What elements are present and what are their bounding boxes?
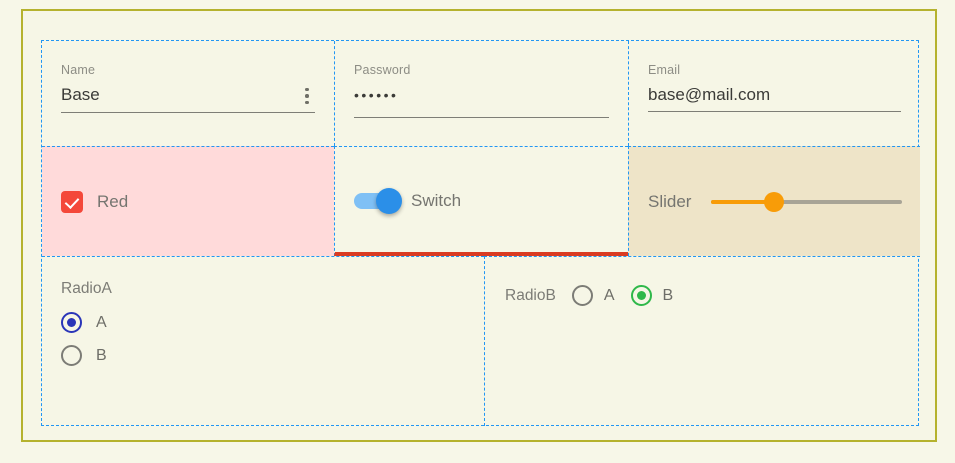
radio-a-label: RadioA <box>61 280 112 297</box>
radio-b-option-a-label: A <box>603 286 615 304</box>
name-field[interactable]: Name Base <box>61 63 315 113</box>
radio-selected-icon[interactable] <box>61 312 82 333</box>
checkbox-cell: Red <box>42 146 334 256</box>
email-field-cell: Email base@mail.com <box>628 41 920 146</box>
radio-a-option-a-label: A <box>96 313 107 331</box>
radio-b-cell: RadioB A B <box>484 256 920 426</box>
email-label: Email <box>648 63 681 77</box>
password-label: Password <box>354 63 411 77</box>
form-card: Name Base Password •••••• <box>21 9 937 442</box>
dot <box>305 94 309 98</box>
radio-b-label: RadioB <box>505 286 556 304</box>
switch-cell: Switch <box>334 146 628 256</box>
radio-b-option-b[interactable]: B <box>630 285 674 306</box>
name-input-row[interactable]: Base <box>61 84 315 113</box>
password-field-cell: Password •••••• <box>334 41 628 146</box>
radio-a-option-b-label: B <box>96 346 107 364</box>
switch-label: Switch <box>411 191 462 210</box>
radio-a-cell: RadioA A B <box>42 256 484 426</box>
radio-unselected-icon[interactable] <box>571 285 593 306</box>
radio-b-option-b-label: B <box>662 286 674 304</box>
slider[interactable] <box>711 192 902 212</box>
radio-group-b: RadioB A B <box>505 285 673 306</box>
slider-cell: Slider <box>628 146 920 256</box>
radio-a-option-b[interactable]: B <box>61 345 112 366</box>
layout-grid: Name Base Password •••••• <box>41 40 920 426</box>
password-input[interactable]: •••••• <box>354 87 399 103</box>
radio-a-option-a[interactable]: A <box>61 312 112 333</box>
name-label: Name <box>61 63 96 77</box>
email-field[interactable]: Email base@mail.com <box>648 63 901 112</box>
slider-thumb[interactable] <box>764 192 785 212</box>
radio-unselected-icon[interactable] <box>61 345 82 366</box>
radio-b-option-a[interactable]: A <box>571 285 615 306</box>
slider-label: Slider <box>648 192 692 211</box>
radio-selected-icon[interactable] <box>630 285 652 306</box>
dot <box>305 87 309 92</box>
slider-control[interactable]: Slider <box>648 192 902 212</box>
name-input[interactable]: Base <box>61 85 100 104</box>
dot <box>305 100 309 105</box>
switch-thumb[interactable] <box>376 188 402 214</box>
slider-track[interactable] <box>711 200 902 204</box>
password-input-row[interactable]: •••••• <box>354 84 609 118</box>
switch-icon[interactable] <box>354 188 402 214</box>
slider-fill <box>711 200 775 204</box>
checkbox-checked-icon[interactable] <box>61 191 83 213</box>
name-field-cell: Name Base <box>42 41 334 146</box>
email-input[interactable]: base@mail.com <box>648 85 771 104</box>
more-vertical-icon[interactable] <box>299 86 315 106</box>
checkbox-label: Red <box>97 192 129 211</box>
switch-toggle[interactable]: Switch <box>354 188 462 214</box>
radio-group-a: RadioA A B <box>61 280 112 378</box>
password-field[interactable]: Password •••••• <box>354 63 609 118</box>
email-input-row[interactable]: base@mail.com <box>648 84 901 112</box>
red-checkbox[interactable]: Red <box>61 191 128 213</box>
